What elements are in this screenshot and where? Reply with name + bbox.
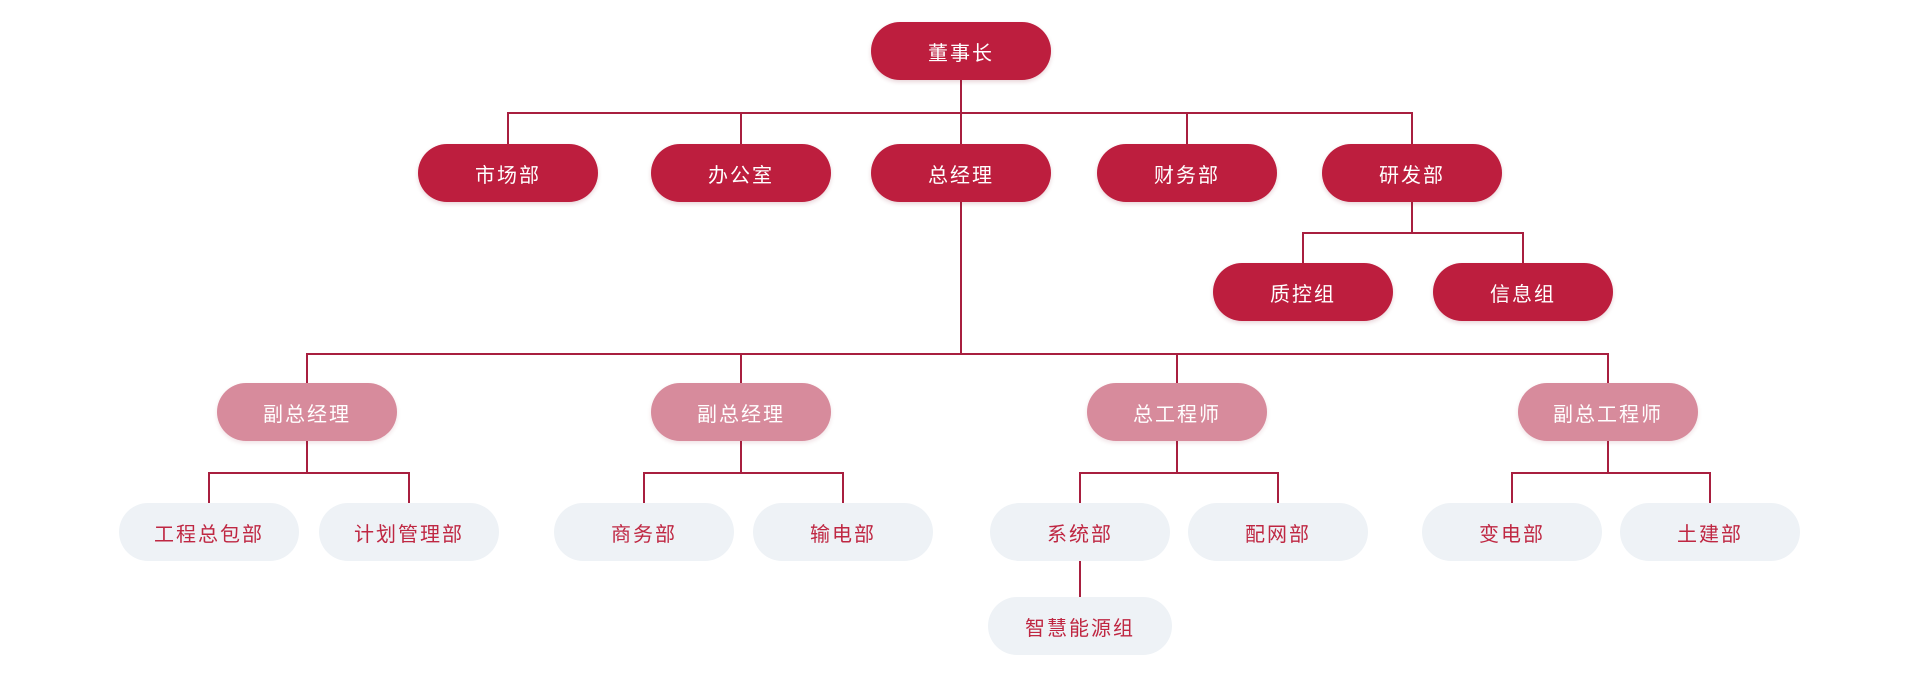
- org-node-label: 副总工程师: [1553, 403, 1663, 426]
- org-node-label: 研发部: [1379, 164, 1445, 187]
- org-node-epc-dept[interactable]: 工程总包部: [119, 503, 299, 561]
- org-node-transmission-dept[interactable]: 输电部: [753, 503, 933, 561]
- connector-line: [507, 112, 1413, 114]
- connector-line: [1511, 473, 1513, 503]
- org-node-label: 市场部: [475, 164, 541, 187]
- connector-line: [208, 473, 210, 503]
- connector-line: [306, 441, 308, 473]
- org-node-chief-engineer[interactable]: 总工程师: [1087, 383, 1267, 441]
- connector-line: [740, 354, 742, 383]
- connector-line: [1607, 354, 1609, 383]
- org-node-label: 副总经理: [697, 403, 785, 426]
- org-node-label: 输电部: [810, 523, 876, 546]
- connector-line: [1302, 233, 1304, 263]
- connector-line: [1607, 441, 1609, 473]
- org-node-label: 办公室: [708, 164, 774, 187]
- connector-line: [960, 202, 962, 354]
- org-node-finance-dept[interactable]: 财务部: [1097, 144, 1277, 202]
- org-node-label: 总工程师: [1133, 403, 1221, 426]
- connector-line: [1176, 354, 1178, 383]
- connector-line: [960, 80, 962, 113]
- org-node-chairman[interactable]: 董事长: [871, 22, 1051, 80]
- org-node-general-manager[interactable]: 总经理: [871, 144, 1051, 202]
- connector-line: [740, 113, 742, 144]
- connector-line: [1522, 233, 1524, 263]
- org-node-label: 变电部: [1479, 523, 1545, 546]
- connector-line: [1079, 473, 1081, 503]
- connector-line: [842, 473, 844, 503]
- connector-line: [643, 472, 844, 474]
- org-node-label: 配网部: [1245, 523, 1311, 546]
- org-node-substation-dept[interactable]: 变电部: [1422, 503, 1602, 561]
- org-node-system-dept[interactable]: 系统部: [990, 503, 1170, 561]
- connector-line: [408, 473, 410, 503]
- connector-line: [1079, 472, 1279, 474]
- connector-line: [960, 113, 962, 144]
- org-node-label: 商务部: [611, 523, 677, 546]
- connector-line: [1079, 580, 1081, 597]
- org-node-label: 智慧能源组: [1025, 617, 1135, 640]
- org-node-distribution-dept[interactable]: 配网部: [1188, 503, 1368, 561]
- org-node-information-group[interactable]: 信息组: [1433, 263, 1613, 321]
- org-node-label: 计划管理部: [354, 523, 464, 546]
- org-node-label: 系统部: [1047, 523, 1113, 546]
- connector-line: [1511, 472, 1711, 474]
- org-node-label: 副总经理: [263, 403, 351, 426]
- org-node-rnd-dept[interactable]: 研发部: [1322, 144, 1502, 202]
- org-node-civil-dept[interactable]: 土建部: [1620, 503, 1800, 561]
- connector-line: [643, 473, 645, 503]
- org-node-label: 总经理: [928, 164, 994, 187]
- connector-line: [306, 353, 1609, 355]
- org-node-label: 质控组: [1270, 283, 1336, 306]
- connector-line: [507, 113, 509, 144]
- connector-line: [1079, 561, 1081, 580]
- connector-line: [1186, 113, 1188, 144]
- org-node-label: 工程总包部: [154, 523, 264, 546]
- connector-line: [1411, 113, 1413, 144]
- org-node-office[interactable]: 办公室: [651, 144, 831, 202]
- org-node-smart-energy-group[interactable]: 智慧能源组: [988, 597, 1172, 655]
- connector-line: [740, 441, 742, 473]
- connector-line: [208, 472, 410, 474]
- org-node-label: 土建部: [1677, 523, 1743, 546]
- connector-line: [1277, 473, 1279, 503]
- org-node-deputy-gm-1[interactable]: 副总经理: [217, 383, 397, 441]
- org-node-label: 信息组: [1490, 283, 1556, 306]
- org-node-deputy-gm-2[interactable]: 副总经理: [651, 383, 831, 441]
- org-node-quality-control-group[interactable]: 质控组: [1213, 263, 1393, 321]
- org-node-deputy-chief-engineer[interactable]: 副总工程师: [1518, 383, 1698, 441]
- connector-line: [1302, 232, 1524, 234]
- org-node-commerce-dept[interactable]: 商务部: [554, 503, 734, 561]
- connector-line: [306, 354, 308, 383]
- connector-line: [1411, 202, 1413, 233]
- org-node-label: 董事长: [928, 42, 994, 65]
- org-node-marketing-dept[interactable]: 市场部: [418, 144, 598, 202]
- org-node-label: 财务部: [1154, 164, 1220, 187]
- connector-line: [1709, 473, 1711, 503]
- connector-line: [1176, 441, 1178, 473]
- org-node-planning-dept[interactable]: 计划管理部: [319, 503, 499, 561]
